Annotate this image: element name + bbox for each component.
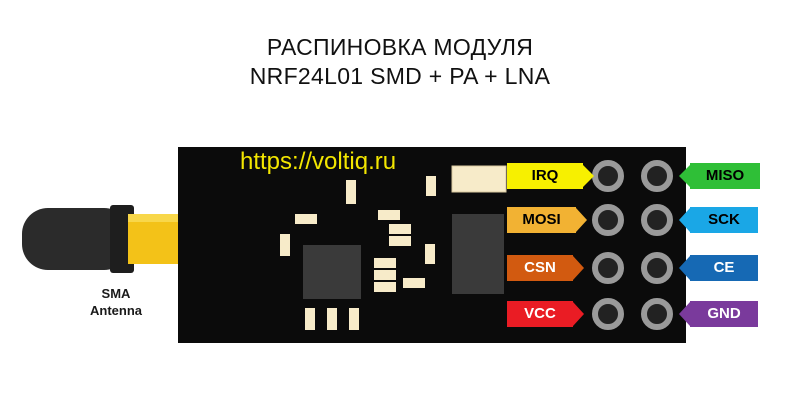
crystal <box>451 165 507 193</box>
antenna-label-line1: SMA <box>101 286 131 301</box>
antenna-label-line2: Antenna <box>90 303 142 318</box>
ce-arrow <box>679 256 690 280</box>
antenna-cap <box>22 208 130 270</box>
antenna-stem-shade <box>128 214 208 222</box>
gnd-arrow <box>679 302 690 326</box>
csn-arrow <box>573 256 584 280</box>
miso-arrow <box>679 165 690 187</box>
irq-arrow <box>583 165 594 187</box>
smd-components <box>280 176 436 330</box>
pin-label-irq: IRQ <box>507 163 583 189</box>
sck-arrow <box>679 208 690 232</box>
pin-label-ce: CE <box>690 255 758 281</box>
pin-label-mosi: MOSI <box>507 207 576 233</box>
diagram-title-line2: NRF24L01 SMD + PA + LNA <box>249 63 551 89</box>
diagram-title-line1: РАСПИНОВКА МОДУЛЯ <box>266 34 534 60</box>
vcc-arrow <box>573 302 584 326</box>
pin-label-gnd: GND <box>690 301 758 327</box>
transceiver-chip <box>452 214 504 294</box>
amplifier-chip <box>303 245 361 299</box>
pin-headers <box>592 160 673 330</box>
pin-label-vcc: VCC <box>507 301 573 327</box>
pin-label-csn: CSN <box>507 255 573 281</box>
pin-label-sck: SCK <box>690 207 758 233</box>
mosi-arrow <box>576 208 587 232</box>
website-url: https://voltiq.ru <box>240 148 397 175</box>
pin-label-miso: MISO <box>690 163 760 189</box>
